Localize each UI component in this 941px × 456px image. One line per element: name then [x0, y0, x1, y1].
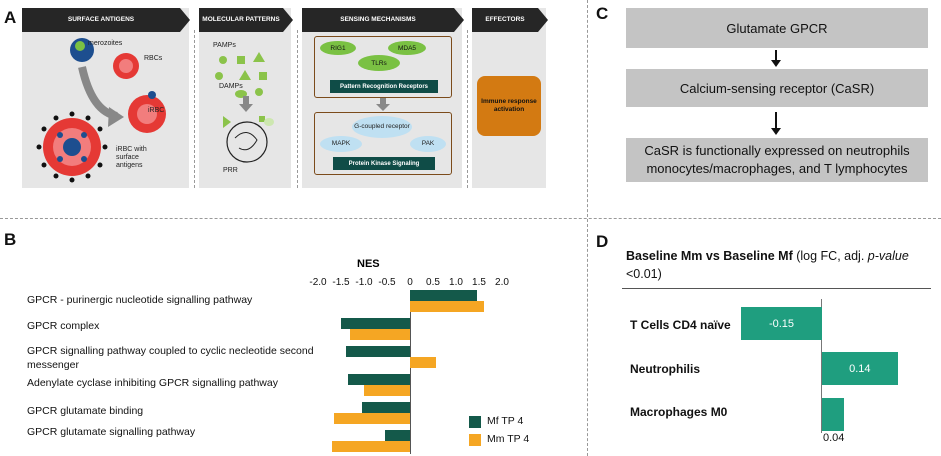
surface-antigens-illustration: [36, 38, 166, 183]
damps-label: DAMPs: [219, 83, 243, 90]
nes-tick-label: -1.0: [355, 277, 373, 288]
column-separator: [194, 30, 195, 188]
nes-bar-mm: [331, 441, 410, 452]
mapk-pill: MAPK: [320, 136, 362, 152]
cell-icon: [226, 121, 268, 163]
c-box-glutamate-gpcr: Glutamate GPCR: [626, 8, 928, 48]
c-box-casr-expression: CaSR is functionally expressed on neutro…: [626, 138, 928, 182]
irbc-label: iRBC: [148, 107, 165, 114]
nes-bar-mm: [410, 301, 484, 312]
gene-set-label: GPCR glutamate binding: [27, 405, 144, 417]
nes-tick-label: 2.0: [495, 277, 509, 288]
nes-bar-mf: [347, 374, 410, 385]
gene-set-label: Adenylate cyclase inhibiting GPCR signal…: [27, 377, 278, 389]
gene-set-label: GPCR complex: [27, 320, 100, 332]
c-arrow-1: [771, 50, 781, 67]
c-arrow-2: [771, 112, 781, 135]
pak-pill: PAK: [410, 136, 446, 152]
horizontal-divider: [0, 218, 941, 219]
effectors-header: EFFECTORS: [472, 8, 548, 32]
nes-tick-label: -1.5: [332, 277, 350, 288]
gene-set-label: GPCR glutamate signalling pathway: [27, 426, 196, 438]
effector-box: Immune response activation: [477, 76, 541, 136]
legend-swatch-mf: [469, 416, 481, 428]
gene-set-label: GPCR - purinergic nucleotide signalling …: [27, 294, 253, 306]
nes-bar-mm: [334, 413, 410, 424]
nes-bar-mf: [341, 318, 410, 329]
panel-label-d: D: [596, 232, 609, 251]
legend-label-mf: Mf TP 4: [487, 415, 524, 427]
zero-line: [410, 290, 411, 454]
molecular-patterns-header: MOLECULAR PATTERNS: [199, 8, 293, 32]
column-separator: [297, 30, 298, 188]
panel-d-title: Baseline Mm vs Baseline Mf (log FC, adj.…: [626, 248, 931, 283]
nes-tick-label: -2.0: [309, 277, 327, 288]
pks-box: [314, 112, 452, 175]
legend-label-mm: Mm TP 4: [487, 433, 530, 445]
nes-bar-mf: [345, 346, 410, 357]
nes-tick-label: 1.5: [472, 277, 486, 288]
nes-bar-mf: [410, 290, 477, 301]
panel-d-zero-line: [821, 299, 822, 433]
nes-tick-label: 0.5: [426, 277, 440, 288]
d-row-label-macrophages: Macrophages M0: [630, 405, 728, 419]
vertical-divider: [587, 0, 588, 456]
prr-label: PRR: [223, 167, 238, 174]
panel-d-title-rest: (log FC, adj.: [796, 249, 868, 263]
d-value-label-macrophages: 0.04: [823, 432, 845, 444]
prr-bar: Pattern Recognition Receptors: [330, 80, 438, 93]
column-separator: [467, 30, 468, 188]
nes-tick-label: 0: [407, 277, 413, 288]
irbc-surface-label: iRBC with surface antigens: [116, 146, 147, 170]
g-coupled-receptor-pill: G-coupled receptor: [352, 116, 412, 138]
rig1-pill: RIG1: [320, 41, 356, 55]
nes-bar-mf: [384, 430, 410, 441]
d-bar: 0.14: [822, 352, 898, 385]
down-arrow-icon: [376, 98, 390, 111]
pamps-label: PAMPs: [213, 42, 236, 49]
legend-swatch-mm: [469, 434, 481, 446]
merozoites-label: merozoites: [88, 40, 123, 47]
panel-label-a: A: [4, 8, 17, 27]
nes-bar-mf: [361, 402, 410, 413]
molecular-patterns-illustration: [215, 52, 274, 163]
pks-bar: Protein Kinase Signaling: [333, 157, 435, 170]
nes-bar-mm: [410, 357, 437, 368]
gene-set-label: GPCR signalling pathway coupled to cycli…: [27, 345, 314, 371]
sensing-mechanisms-header: SENSING MECHANISMS: [302, 8, 464, 32]
d-bar: -0.15: [741, 307, 822, 340]
rbcs-label: RBCs: [144, 55, 163, 62]
panel-label-b: B: [4, 230, 17, 249]
panel-d-rule: [622, 288, 931, 289]
surface-antigens-header: SURFACE ANTIGENS: [22, 8, 190, 32]
tlrs-pill: TLRs: [358, 55, 400, 71]
nes-axis-title: NES: [357, 258, 380, 270]
d-row-label-neutrophils: Neutrophilis: [630, 362, 701, 376]
nes-tick-label: -0.5: [378, 277, 396, 288]
prr-box: [314, 36, 452, 98]
c-box-casr: Calcium-sensing receptor (CaSR): [626, 69, 928, 107]
panel-d-title-end: <0.01): [626, 266, 662, 281]
panel-d-title-bold: Baseline Mm vs Baseline Mf: [626, 249, 793, 263]
d-bar: [822, 398, 844, 431]
mda5-pill: MDA5: [388, 41, 426, 55]
nes-tick-label: 1.0: [449, 277, 463, 288]
d-row-label-cd4: T Cells CD4 naïve: [630, 318, 731, 332]
molecular-patterns-column: MOLECULAR PATTERNS: [199, 8, 293, 188]
nes-bar-mm: [364, 385, 410, 396]
panel-label-c: C: [596, 4, 609, 23]
nes-bar-mm: [350, 329, 410, 340]
panel-d-title-italic: p-value: [867, 249, 909, 263]
